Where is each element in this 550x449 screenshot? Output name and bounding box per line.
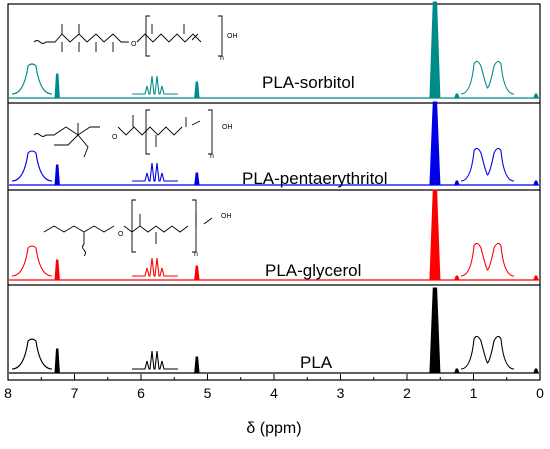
peak-3-2 [429,287,441,374]
inset-aromatic-1 [11,150,53,182]
x-tick-label-2: 6 [137,385,145,401]
spectra-layer [9,1,539,374]
peak-3-0 [54,348,60,374]
inset-quartet-3 [132,350,178,370]
inset-doublet-1 [460,147,515,182]
series-label-pla: PLA [300,353,333,372]
repeat-n-1: n [220,55,224,62]
peak-1-4 [533,180,539,186]
series-label-sorbitol: PLA-sorbitol [262,73,355,92]
peak-2-3 [454,275,460,281]
peak-3-4 [533,368,539,374]
peak-2-2 [429,189,441,281]
structure-atom-labels: O OH O OH O OH n n n [112,33,238,258]
insets-layer [11,60,515,370]
peak-2-1 [194,265,200,281]
atom-oh-3: OH [221,213,232,220]
repeat-n-3: n [194,251,198,258]
inset-quartet-0 [132,75,178,95]
peak-1-0 [54,164,60,186]
peak-0-3 [454,93,460,99]
peak-2-0 [54,259,60,281]
peak-2-4 [533,275,539,281]
sorbitol-structure [33,15,223,57]
series-label-pentaerythritol: PLA-pentaerythritol [242,169,388,188]
inset-quartet-2 [132,257,178,277]
inset-quartet-1 [132,162,178,182]
atom-oh-2: OH [222,124,233,131]
chemical-structures [33,15,223,257]
glycerol-structure [43,199,213,257]
x-axis-label: δ (ppm) [246,420,301,437]
peak-0-0 [54,73,60,99]
x-tick-label-6: 2 [403,385,411,401]
inset-aromatic-3 [11,338,53,370]
x-tick-label-5: 3 [337,385,345,401]
inset-doublet-0 [460,60,515,95]
x-tick-label-1: 7 [71,385,79,401]
x-tick-label-8: 0 [536,385,544,401]
inset-aromatic-2 [11,245,53,277]
repeat-n-2: n [210,153,214,160]
series-label-glycerol: PLA-glycerol [265,261,361,280]
peak-0-1 [194,81,200,99]
peak-3-3 [454,368,460,374]
inset-doublet-3 [460,335,515,370]
panel-frame [7,3,541,381]
atom-oh-1: OH [227,33,238,40]
inset-aromatic-0 [11,63,53,95]
inset-doublet-2 [460,242,515,277]
x-tick-label-4: 4 [270,385,278,401]
pentaerythritol-structure [33,109,213,158]
x-tick-label-3: 5 [204,385,212,401]
x-tick-label-0: 8 [4,385,12,401]
peak-1-3 [454,180,460,186]
atom-o-2: O [112,134,118,141]
atom-o-1: O [131,41,137,48]
peak-3-1 [194,356,200,374]
peak-0-4 [533,93,539,99]
series-labels: PLA-sorbitol PLA-pentaerythritol PLA-gly… [242,73,388,372]
x-tick-label-7: 1 [470,385,478,401]
peak-0-2 [429,1,441,99]
x-axis: 8 7 6 5 4 3 2 1 0 [4,374,544,401]
peak-1-2 [429,101,441,186]
peak-1-1 [194,172,200,186]
atom-o-3: O [118,231,124,238]
